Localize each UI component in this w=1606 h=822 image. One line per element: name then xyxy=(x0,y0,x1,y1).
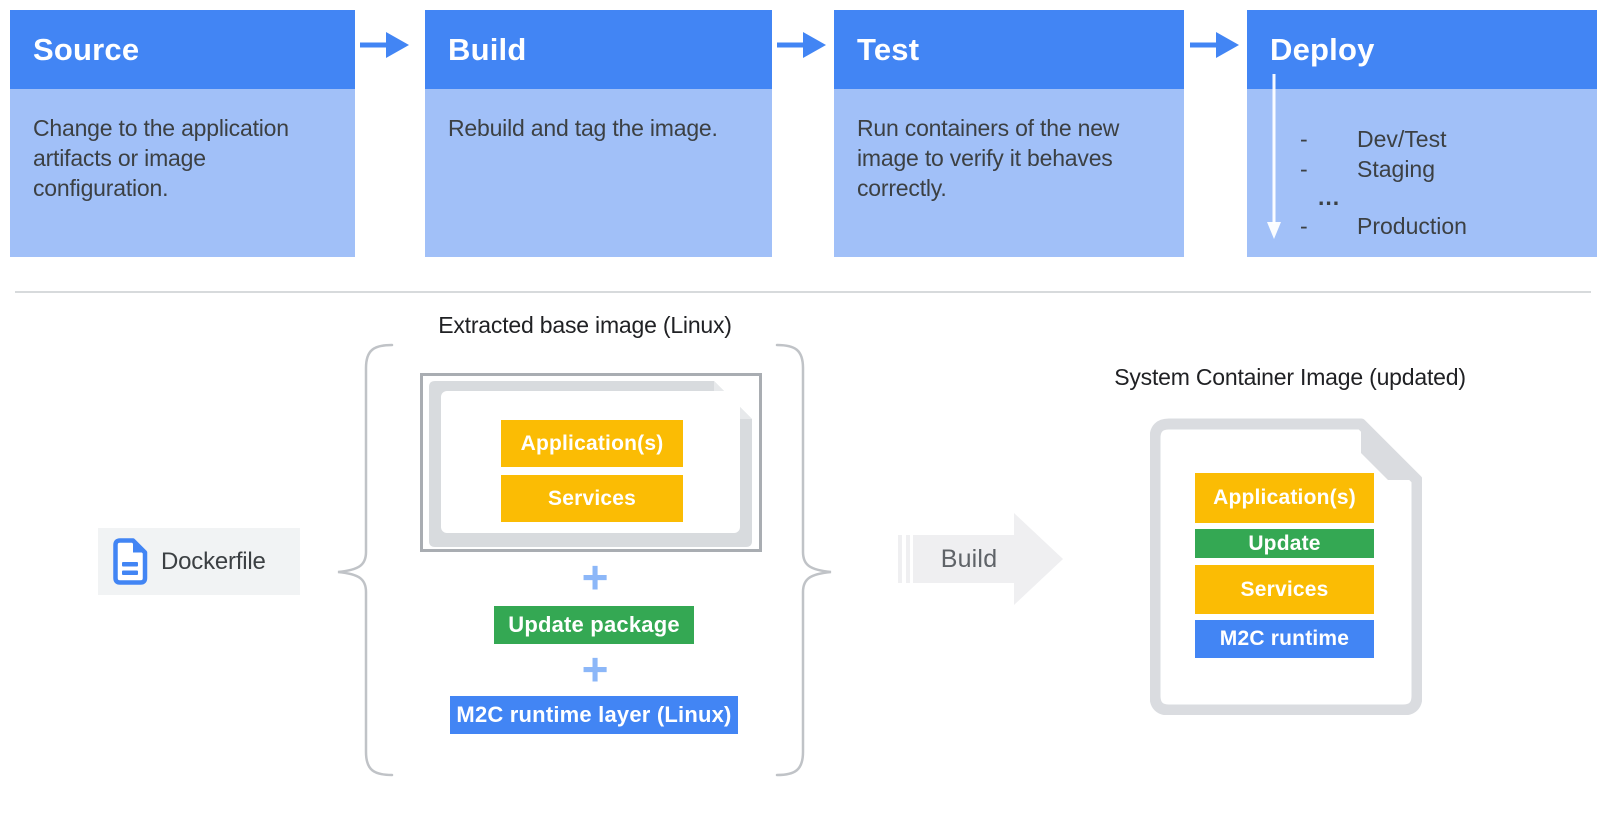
plus-icon: + xyxy=(581,643,609,695)
list-bullet: - xyxy=(1300,156,1308,182)
deploy-environment-list: - Dev/Test - Staging ... - Production xyxy=(1300,124,1580,241)
layer-services: Services xyxy=(1195,565,1374,614)
stage-title: Deploy xyxy=(1247,10,1597,89)
flow-arrow-icon xyxy=(360,32,409,58)
stage-card-test: Test Run containers of the new image to … xyxy=(834,10,1184,257)
right-brace-icon xyxy=(775,343,832,777)
stage-card-build: Build Rebuild and tag the image. xyxy=(425,10,772,257)
left-brace-icon xyxy=(337,343,394,777)
horizontal-divider xyxy=(15,291,1591,293)
stage-description: Change to the application artifacts or i… xyxy=(10,89,355,257)
layer-update: Update xyxy=(1195,529,1374,558)
list-bullet: - xyxy=(1300,213,1308,239)
stage-title: Source xyxy=(10,10,355,89)
layer-applications: Application(s) xyxy=(501,420,683,467)
list-item: - Staging xyxy=(1300,154,1580,184)
layer-applications: Application(s) xyxy=(1195,473,1374,523)
build-arrow-icon xyxy=(898,513,1063,605)
plus-icon: + xyxy=(581,551,609,603)
dockerfile-label: Dockerfile xyxy=(161,547,266,575)
stage-title: Build xyxy=(425,10,772,89)
list-label: Production xyxy=(1357,213,1467,239)
layer-services: Services xyxy=(501,475,683,522)
document-icon xyxy=(113,538,148,585)
layer-m2c-runtime: M2C runtime xyxy=(1195,620,1374,658)
stage-title: Test xyxy=(834,10,1184,89)
flow-arrow-icon xyxy=(1190,32,1239,58)
list-item: ... xyxy=(1300,184,1580,211)
m2c-runtime-layer-box: M2C runtime layer (Linux) xyxy=(450,696,738,734)
stage-card-source: Source Change to the application artifac… xyxy=(10,10,355,257)
update-package-box: Update package xyxy=(494,606,694,644)
deploy-down-arrow-icon xyxy=(1267,74,1281,239)
list-label: Dev/Test xyxy=(1357,126,1447,152)
system-container-image-title: System Container Image (updated) xyxy=(1114,364,1466,390)
list-label: ... xyxy=(1318,184,1341,210)
stage-description: Rebuild and tag the image. xyxy=(425,89,772,257)
build-arrow-label: Build xyxy=(940,544,998,573)
list-bullet: - xyxy=(1300,126,1308,152)
stage-description: Run containers of the new image to verif… xyxy=(834,89,1184,257)
list-item: - Production xyxy=(1300,211,1580,241)
extracted-base-image-title: Extracted base image (Linux) xyxy=(438,312,732,338)
list-label: Staging xyxy=(1357,156,1436,182)
flow-arrow-icon xyxy=(777,32,826,58)
stage-body xyxy=(1247,89,1597,257)
list-item: - Dev/Test xyxy=(1300,124,1580,154)
dockerfile-chip: Dockerfile xyxy=(98,528,300,595)
stage-card-deploy: Deploy xyxy=(1247,10,1597,257)
